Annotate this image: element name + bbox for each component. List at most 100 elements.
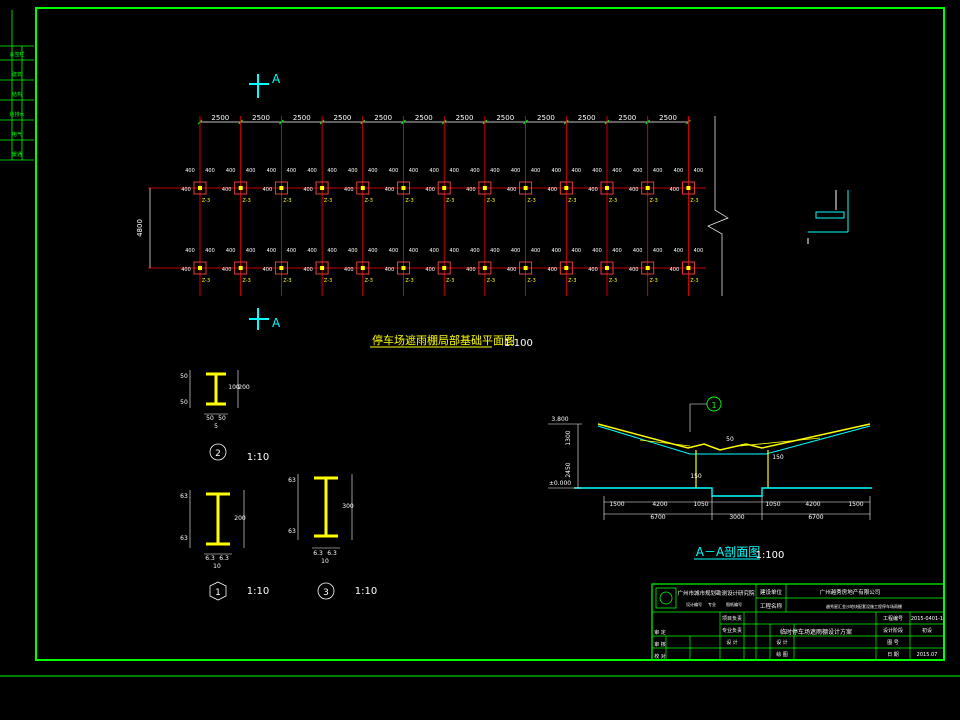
post-tag: Z-3	[365, 278, 373, 284]
plan-bay-dim: 2500	[334, 114, 352, 122]
column-post	[442, 266, 447, 270]
footing-dim: 400	[429, 248, 439, 254]
column-post	[564, 186, 569, 190]
section-bottom-dim: 4200	[805, 501, 820, 508]
plan-bay-dim: 2500	[456, 114, 474, 122]
role-label: 审 定	[654, 629, 666, 636]
detail-id: 2	[215, 449, 221, 459]
footing-dim: 400	[327, 168, 337, 174]
sidebar-label: 给排水	[9, 111, 24, 118]
footing-dim: 400	[612, 248, 622, 254]
info-label: 设计阶段	[883, 627, 903, 634]
elev-base: ±0.000	[549, 480, 571, 487]
footing-dim: 400	[572, 168, 582, 174]
footing-dim: 400	[629, 187, 639, 193]
detail-dim: 200	[234, 515, 246, 522]
footing-dim: 400	[429, 168, 439, 174]
footing-dim: 400	[694, 168, 704, 174]
project-label: 工程名称	[760, 602, 783, 610]
section-mark-label: A	[272, 72, 281, 86]
post-tag: Z-3	[568, 198, 576, 204]
footing-dim: 400	[612, 168, 622, 174]
post-tag: Z-3	[283, 278, 291, 284]
footing-outline	[519, 261, 533, 275]
footing-outline	[193, 261, 207, 275]
org-sub: 设计编号	[686, 601, 702, 607]
post-tag: Z-3	[609, 198, 617, 204]
footing-dim: 400	[653, 248, 663, 254]
org-logo	[655, 587, 677, 609]
footing-dim: 400	[181, 267, 191, 273]
footing-dim: 400	[572, 248, 582, 254]
post-tag: Z-3	[243, 278, 251, 284]
title-block: 广州市城市规划勘测设计研究院设计编号专业图纸编号建设单位广州越秀房地产有限公司工…	[651, 583, 945, 661]
sidebar-label: 会签栏	[9, 51, 24, 58]
footing-dim: 400	[633, 168, 643, 174]
info-value: 2015.07	[917, 652, 938, 658]
column-post	[605, 266, 609, 270]
grid-id: 1	[711, 401, 716, 410]
footing-dim: 400	[507, 267, 517, 273]
footing-dim: 400	[348, 168, 358, 174]
footing-dim: 400	[511, 168, 521, 174]
column-post	[320, 266, 325, 270]
column-post	[238, 266, 243, 270]
plan-bay-dim: 2500	[496, 114, 514, 122]
footing-dim: 400	[511, 248, 521, 254]
footing-dim: 400	[674, 248, 684, 254]
footing-dim: 400	[633, 248, 643, 254]
footing-outline	[315, 181, 329, 195]
canopy-brace	[639, 437, 821, 447]
footing-outline	[315, 261, 329, 275]
section-title: A－A剖面图	[696, 545, 760, 559]
column-post	[320, 186, 325, 190]
detail-dim: 10	[321, 558, 329, 565]
client-label: 建设单位	[760, 588, 783, 596]
column-post	[686, 266, 691, 270]
detail-bubble	[209, 581, 227, 601]
plan-bay-dim: 2500	[211, 114, 229, 122]
footing-dim: 400	[449, 248, 459, 254]
footing-outline	[356, 261, 370, 275]
column-post	[279, 266, 284, 270]
footing-dim: 400	[246, 248, 256, 254]
post-tag: Z-3	[365, 198, 373, 204]
post-label: 150	[690, 473, 702, 480]
footing-dim: 400	[552, 248, 562, 254]
ground-line	[574, 487, 872, 497]
info-label: 工程编号	[883, 615, 903, 622]
footing-dim: 400	[307, 168, 317, 174]
detail-id: 3	[323, 588, 329, 598]
footing-dim: 400	[348, 248, 358, 254]
org-name: 广州市城市规划勘测设计研究院	[677, 589, 755, 597]
column-post	[279, 186, 284, 190]
i-beam-shape	[206, 372, 226, 406]
detail-dim: 6.3	[327, 550, 337, 557]
drawing-title: 临时停车场遮雨棚设计方案	[780, 628, 852, 636]
footing-dim: 400	[490, 168, 500, 174]
footing-dim: 400	[246, 168, 256, 174]
footing-outline	[600, 261, 614, 275]
section-bottom-dim: 4200	[652, 501, 667, 508]
post-tag: Z-3	[487, 278, 495, 284]
footing-outline	[193, 181, 207, 195]
column-post	[238, 186, 243, 190]
column-post	[401, 186, 406, 190]
footing-outline	[437, 261, 451, 275]
footing-dim: 400	[531, 168, 541, 174]
detail-dim: 6.3	[219, 555, 229, 562]
post-tag: Z-3	[243, 198, 251, 204]
footing-outline	[274, 181, 288, 195]
role-label: 设 计	[776, 639, 788, 646]
